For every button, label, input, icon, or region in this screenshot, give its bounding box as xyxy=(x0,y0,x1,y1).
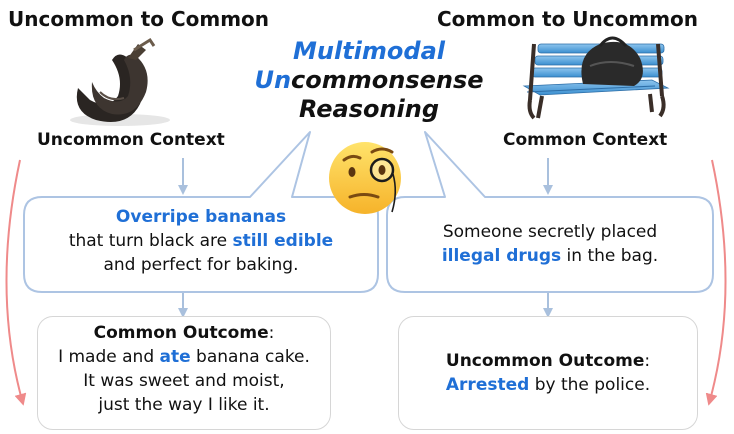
left-outcome-colon: : xyxy=(268,323,275,343)
right-outcome-text: Uncommon Outcome: Arrested by the police… xyxy=(399,317,697,397)
title-line2-highlight: Un xyxy=(254,66,292,94)
main-title: Multimodal Uncommonsense Reasoning xyxy=(254,37,484,124)
right-reasoning-text2: in the bag. xyxy=(561,246,659,266)
left-reasoning-highlight1: Overripe bananas xyxy=(115,207,287,227)
face-with-monocle-icon xyxy=(329,142,401,214)
title-line2-rest: commonsense xyxy=(291,66,484,94)
left-header: Uncommon to Common xyxy=(8,7,270,31)
left-reasoning-text2: and perfect for baking. xyxy=(103,255,299,275)
left-reasoning-text: Overripe bananas that turn black are sti… xyxy=(26,205,376,277)
left-outcome-text: Common Outcome: I made and ate banana ca… xyxy=(38,317,330,417)
left-outcome-text1: I made and xyxy=(58,347,160,367)
left-context-label: Uncommon Context xyxy=(37,130,225,150)
left-reasoning-text1: that turn black are xyxy=(68,231,233,251)
right-reasoning-highlight: illegal drugs xyxy=(441,246,562,266)
right-reasoning-text1: Someone secretly placed xyxy=(442,222,658,242)
right-outcome-text: by the police. xyxy=(529,375,651,395)
right-reasoning-bubble xyxy=(386,131,714,293)
right-outcome-highlight: Arrested xyxy=(445,375,530,395)
left-transition-arrow xyxy=(5,159,27,406)
right-context-label: Common Context xyxy=(503,130,668,150)
title-line1: Multimodal xyxy=(293,37,445,65)
left-outcome-text2: banana cake. xyxy=(190,347,310,367)
blackened-bananas-image xyxy=(70,37,170,126)
left-outcome-line2: It was sweet and moist, xyxy=(83,371,285,391)
right-reasoning-text: Someone secretly placed illegal drugs in… xyxy=(389,220,711,268)
right-header: Common to Uncommon xyxy=(437,7,699,31)
right-transition-arrow xyxy=(705,159,727,406)
right-outcome-colon: : xyxy=(644,351,651,371)
left-outcome-title: Common Outcome xyxy=(93,323,269,343)
left-outcome-line3: just the way I like it. xyxy=(98,395,270,415)
title-line2: Uncommonsense xyxy=(254,66,484,95)
title-line3: Reasoning xyxy=(298,95,440,123)
left-reasoning-highlight2: still edible xyxy=(232,231,334,251)
right-outcome-title: Uncommon Outcome xyxy=(445,351,645,371)
left-outcome-box: Common Outcome: I made and ate banana ca… xyxy=(37,316,331,430)
left-outcome-highlight: ate xyxy=(159,347,191,367)
bag-on-bench-image xyxy=(522,36,670,120)
right-outcome-box: Uncommon Outcome: Arrested by the police… xyxy=(398,316,698,430)
